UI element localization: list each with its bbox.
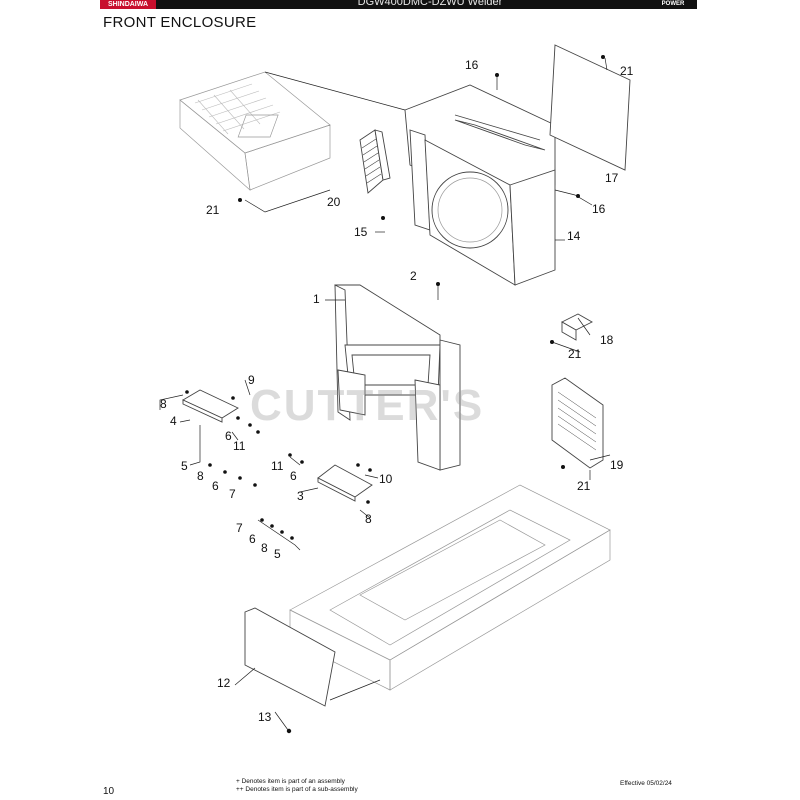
callout-16-right: 16	[592, 202, 606, 216]
callout-18: 18	[600, 333, 614, 347]
section-title: FRONT ENCLOSURE	[103, 14, 257, 31]
note-subassembly: ++ Denotes item is part of a sub-assembl…	[236, 786, 358, 793]
part-19-louver	[551, 377, 604, 469]
part-18-bracket	[561, 313, 593, 341]
hardware-dots	[185, 55, 605, 734]
part-20-louver	[359, 129, 391, 194]
callout-21-left: 21	[206, 203, 220, 217]
callout-6-a: 6	[225, 429, 232, 443]
leader-lines	[159, 57, 611, 731]
page-number: 10	[103, 786, 115, 797]
callout-6-d: 6	[249, 532, 256, 546]
effective-date: Effective 05/02/24	[620, 780, 672, 787]
callout-1: 1	[313, 292, 320, 306]
callout-14: 14	[567, 229, 581, 243]
part-14-enclosure	[404, 84, 556, 286]
callout-20: 20	[327, 195, 341, 209]
power-logo: POWER	[661, 1, 685, 7]
callout-7-a: 7	[229, 487, 236, 501]
callout-10: 10	[379, 472, 393, 486]
callout-15: 15	[354, 225, 368, 239]
header-title: DGW400DMC-DZWU Welder	[357, 0, 503, 8]
part-12-front-panel	[244, 607, 336, 707]
callout-11-a: 11	[233, 439, 246, 453]
callout-4: 4	[170, 414, 177, 428]
callout-19: 19	[610, 458, 624, 472]
callout-8-d: 8	[261, 541, 268, 555]
callout-8-a: 8	[160, 397, 167, 411]
note-assembly: + Denotes item is part of an assembly	[236, 778, 345, 785]
callout-13: 13	[258, 710, 272, 724]
callout-6-b: 6	[290, 469, 297, 483]
callout-5-b: 5	[274, 547, 281, 561]
watermark: CUTTER'S	[250, 381, 484, 430]
part-17-side-panel	[549, 44, 631, 171]
brand-logo: SHINDAIWA	[100, 0, 156, 9]
callout-21-mid: 21	[568, 347, 582, 361]
callout-3: 3	[297, 489, 304, 503]
callout-6-c: 6	[212, 479, 219, 493]
callout-8-c: 8	[365, 512, 372, 526]
callout-17: 17	[605, 171, 619, 185]
callout-16-top: 16	[465, 58, 479, 72]
callout-12: 12	[217, 676, 231, 690]
control-panel-drawing	[179, 71, 331, 191]
callout-7-b: 7	[236, 521, 243, 535]
callout-9: 9	[248, 373, 255, 387]
callout-21-bottom: 21	[577, 479, 591, 493]
callout-5-a: 5	[181, 459, 188, 473]
header-bar	[100, 0, 697, 9]
footnotes: + Denotes item is part of an assembly ++…	[236, 778, 358, 794]
callout-8-b: 8	[197, 469, 204, 483]
callout-11-b: 11	[271, 459, 284, 473]
part-3-bracket	[317, 464, 373, 502]
part-4-bracket	[182, 389, 239, 423]
callout-2: 2	[410, 269, 417, 283]
callouts: 16 21 17 16 21 20 15 14 2 1 18 21 9 8 4 …	[160, 58, 634, 724]
part-1-frame	[334, 284, 461, 471]
callout-21-top: 21	[620, 64, 634, 78]
base-frame-drawing	[289, 484, 611, 691]
